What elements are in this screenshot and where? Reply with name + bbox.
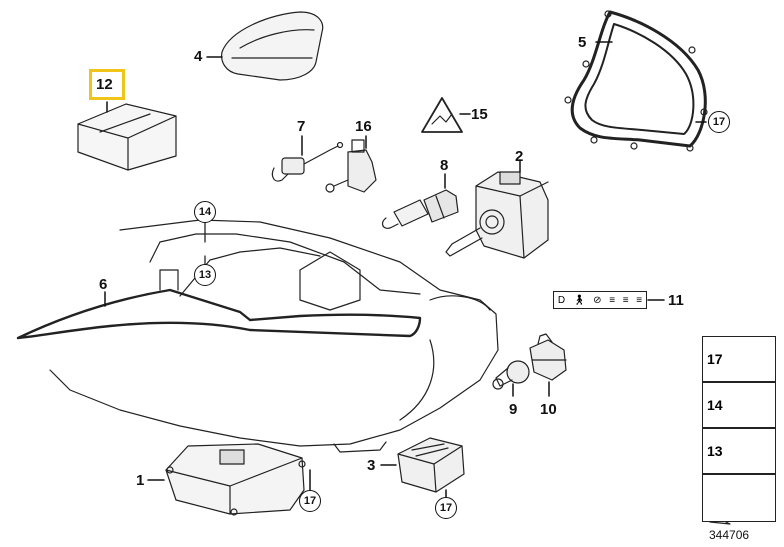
warning-label-text: D (557, 294, 566, 306)
side-panel-arrow-cell (702, 474, 776, 522)
warning-triangle-part[interactable] (421, 97, 463, 133)
highlight-box (89, 69, 125, 100)
part-label-2: 2 (515, 148, 524, 165)
part-label-6: 6 (99, 276, 108, 293)
no-symbol-icon: ⊘ (593, 294, 602, 306)
side-panel-number-17: 17 (707, 351, 723, 367)
part-label-9: 9 (509, 401, 518, 418)
small-bulb-part[interactable] (271, 141, 344, 182)
text-lines-icon-3: ≡ (636, 294, 643, 306)
part-label-12[interactable]: 12 (96, 76, 113, 93)
circled-label-17-ballast[interactable]: 17 (299, 490, 321, 512)
catalog-number: 344706 (709, 528, 750, 542)
part-label-10: 10 (540, 401, 557, 418)
text-lines-icon-2: ≡ (622, 294, 629, 306)
circled-label-14[interactable]: 14 (194, 201, 216, 223)
circled-label-13[interactable]: 13 (194, 264, 216, 286)
gasket-part[interactable] (564, 10, 708, 152)
part-label-15: 15 (471, 106, 488, 123)
text-lines-icon: ≡ (609, 294, 616, 306)
socket-part[interactable] (325, 139, 377, 193)
cap-10-part[interactable] (529, 333, 567, 381)
headlight-housing-part[interactable] (16, 219, 499, 453)
person-icon: 🚶︎ (572, 294, 586, 306)
side-panel-item-13[interactable]: 13 (702, 428, 776, 474)
side-panel-number-13: 13 (707, 443, 723, 459)
warning-label-part[interactable]: D 🚶︎ ⊘ ≡ ≡ ≡ (553, 291, 647, 309)
cover-cap-part[interactable] (221, 11, 324, 81)
xenon-module-part[interactable] (445, 171, 549, 259)
control-unit-part[interactable] (397, 437, 465, 493)
part-label-8: 8 (440, 157, 449, 174)
box-part[interactable] (77, 103, 177, 171)
connector-9-part[interactable] (492, 360, 530, 390)
circled-label-17-gasket[interactable]: 17 (708, 111, 730, 133)
part-label-4: 4 (194, 48, 203, 65)
ballast-unit-part[interactable] (165, 443, 306, 516)
part-label-5: 5 (578, 34, 587, 51)
part-label-11: 11 (668, 292, 684, 309)
part-label-7: 7 (297, 118, 306, 135)
side-panel-item-14[interactable]: 14 (702, 382, 776, 428)
circled-label-17-control[interactable]: 17 (435, 497, 457, 519)
part-label-16: 16 (355, 118, 372, 135)
part-label-3: 3 (367, 457, 376, 474)
part-label-1: 1 (136, 472, 145, 489)
side-panel-number-14: 14 (707, 397, 723, 413)
side-panel-item-17[interactable]: 17 (702, 336, 776, 382)
h7-bulb-part[interactable] (381, 189, 459, 229)
